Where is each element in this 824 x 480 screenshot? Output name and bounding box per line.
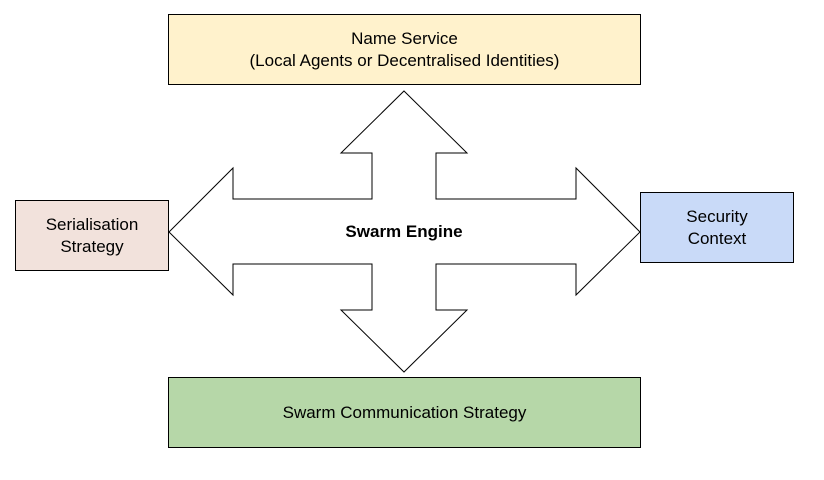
- security-context-label-line1: Security: [686, 206, 748, 226]
- four-way-arrow: [168, 90, 641, 373]
- serialisation-strategy-label-line2: Strategy: [60, 236, 124, 256]
- swarm-communication-strategy-box: Swarm Communication Strategy: [168, 377, 641, 448]
- serialisation-strategy-box: Serialisation Strategy: [15, 200, 169, 271]
- swarm-communication-strategy-label: Swarm Communication Strategy: [282, 402, 527, 422]
- name-service-title: Name Service: [351, 28, 458, 48]
- security-context-box: Security Context: [640, 192, 794, 263]
- swarm-engine-label: Swarm Engine: [345, 222, 463, 241]
- serialisation-strategy-label-line1: Serialisation: [45, 214, 139, 234]
- name-service-subtitle: (Local Agents or Decentralised Identitie…: [249, 50, 560, 70]
- name-service-box: Name Service (Local Agents or Decentrali…: [168, 14, 641, 85]
- security-context-label-line2: Context: [687, 228, 747, 248]
